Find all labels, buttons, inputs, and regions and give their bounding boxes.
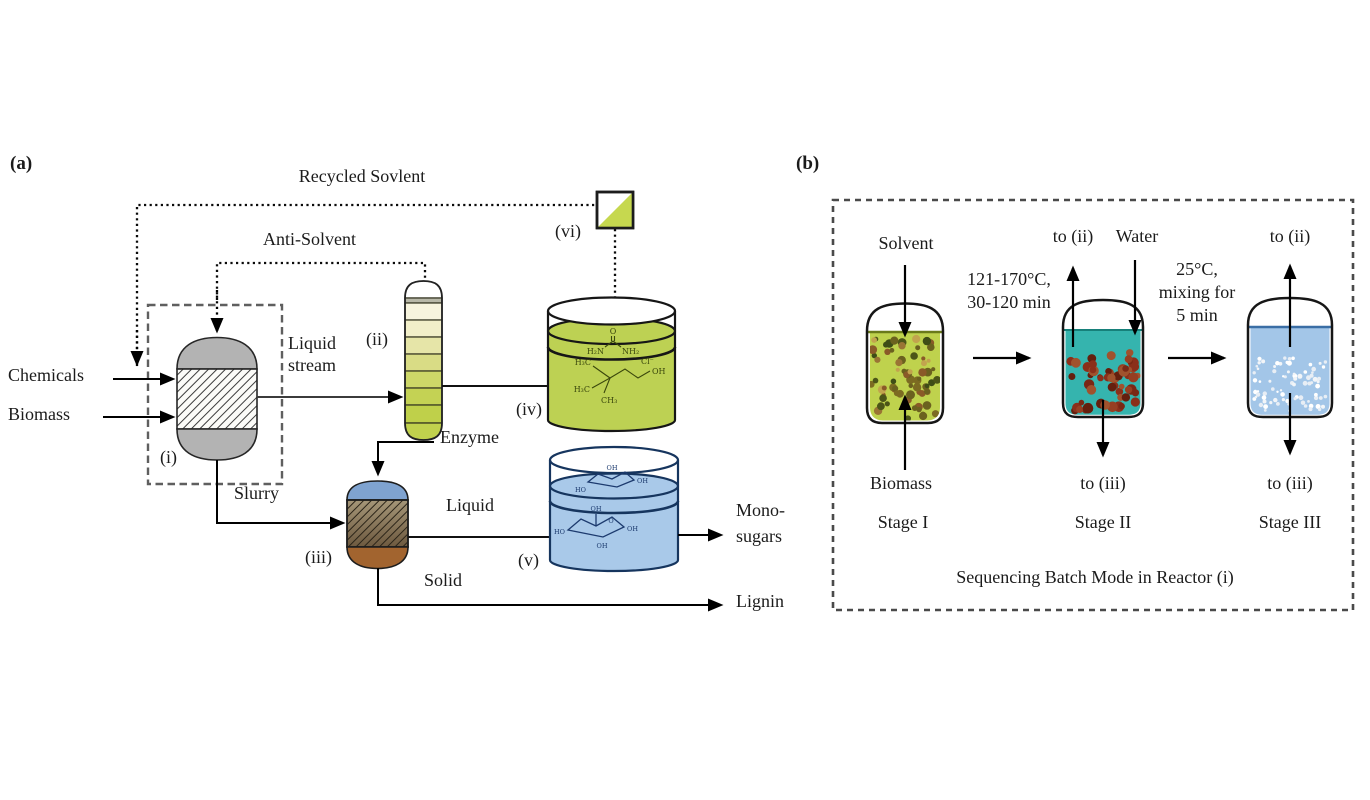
label-recycled-solvent: Recycled Sovlent: [298, 166, 426, 186]
tank-iv: O H₂N NH₂ H₃C H₃C CH₃ Cl⁻ OH: [546, 296, 677, 433]
choline-ch3-1: H₃C: [575, 358, 591, 367]
stage2-solid-chunks: [1066, 349, 1141, 415]
label-chemicals: Chemicals: [8, 365, 84, 385]
choline-ch3-3: CH₃: [601, 396, 617, 405]
label-liquid-stream-1: Liquid: [288, 333, 336, 353]
label-stage2-to-ii: to (ii): [1052, 226, 1094, 246]
column-ii: [404, 280, 443, 441]
label-stage2-to-iii: to (iii): [1080, 473, 1126, 493]
label-enzyme: Enzyme: [440, 427, 499, 447]
panel-b-dashed-box: [831, 198, 1355, 612]
label-stage3-to-ii: to (ii): [1269, 226, 1311, 246]
sugar2-ho: HO: [554, 528, 565, 536]
urea-nh2-label: NH₂: [622, 347, 639, 356]
anti-solvent-line: [215, 261, 427, 300]
arrow-slurry: [216, 460, 346, 530]
panel-b-label: (b): [796, 153, 820, 174]
stage1-vessel: [865, 302, 945, 425]
label-solid: Solid: [424, 570, 463, 590]
label-unit-i: (i): [160, 447, 177, 467]
label-mono-2: sugars: [736, 526, 782, 546]
choline-ch3-2: H₃C: [574, 385, 590, 394]
label-slurry: Slurry: [234, 483, 279, 503]
label-unit-iii: (iii): [305, 547, 332, 567]
choline-cl: Cl⁻: [641, 357, 654, 366]
label-stage3-to-iii: to (iii): [1267, 473, 1313, 493]
label-stage1: Stage I: [877, 512, 929, 532]
sugar1-oh2: OH: [637, 477, 648, 485]
label-liquid-stream-2: stream: [288, 355, 336, 375]
sugar1-oh: OH: [607, 464, 618, 472]
label-mono-1: Mono-: [736, 500, 785, 520]
stage3-particles: [1252, 356, 1328, 413]
unit-vi-square: [595, 190, 635, 230]
reactor-i-dashed-box: [146, 303, 284, 486]
choline-oh: OH: [652, 367, 666, 376]
reactor-i: [176, 336, 258, 461]
sugar2-oh: OH: [591, 505, 602, 513]
label-caption-b: Sequencing Batch Mode in Reactor (i): [956, 567, 1234, 587]
urea-o-label: O: [610, 327, 617, 336]
label-unit-vi: (vi): [555, 221, 581, 241]
label-cond2-line2: mixing for: [1158, 282, 1236, 302]
sugar2-o: O: [608, 517, 613, 525]
label-solvent: Solvent: [878, 233, 934, 253]
label-liquid: Liquid: [446, 495, 494, 515]
panel-a-label: (a): [10, 153, 33, 174]
label-cond2-line1: 25°C,: [1176, 259, 1218, 279]
urea-h2n-label: H₂N: [587, 347, 604, 356]
label-biomass-a: Biomass: [8, 404, 71, 424]
label-anti-solvent: Anti-Solvent: [263, 229, 356, 249]
choline-molecule: [591, 365, 651, 394]
stage2-vessel: [1061, 298, 1145, 419]
urea-molecule: [604, 336, 622, 348]
reactor-iii: [346, 480, 409, 570]
label-water: Water: [1115, 226, 1159, 246]
label-cond2-line3: 5 min: [1176, 305, 1218, 325]
sugar2-oh3: OH: [597, 542, 608, 550]
label-stage2: Stage II: [1074, 512, 1132, 532]
label-biomass-b: Biomass: [869, 473, 933, 493]
sugar2-oh2: OH: [627, 525, 638, 533]
label-stage3: Stage III: [1258, 512, 1322, 532]
label-cond1-line2: 30-120 min: [967, 292, 1051, 312]
label-unit-v: (v): [518, 550, 539, 570]
sugar1-ho: HO: [575, 486, 586, 494]
label-cond1-line1: 121-170°C,: [967, 269, 1051, 289]
label-unit-iv: (iv): [516, 399, 542, 419]
label-unit-ii: (ii): [366, 329, 388, 349]
arrow-lignin: [377, 568, 724, 612]
tank-v: OH HO OH OH HO O OH OH: [548, 445, 680, 573]
arrow-enzyme: [371, 441, 434, 477]
label-lignin: Lignin: [736, 591, 784, 611]
sugar-molecules: [566, 471, 636, 538]
